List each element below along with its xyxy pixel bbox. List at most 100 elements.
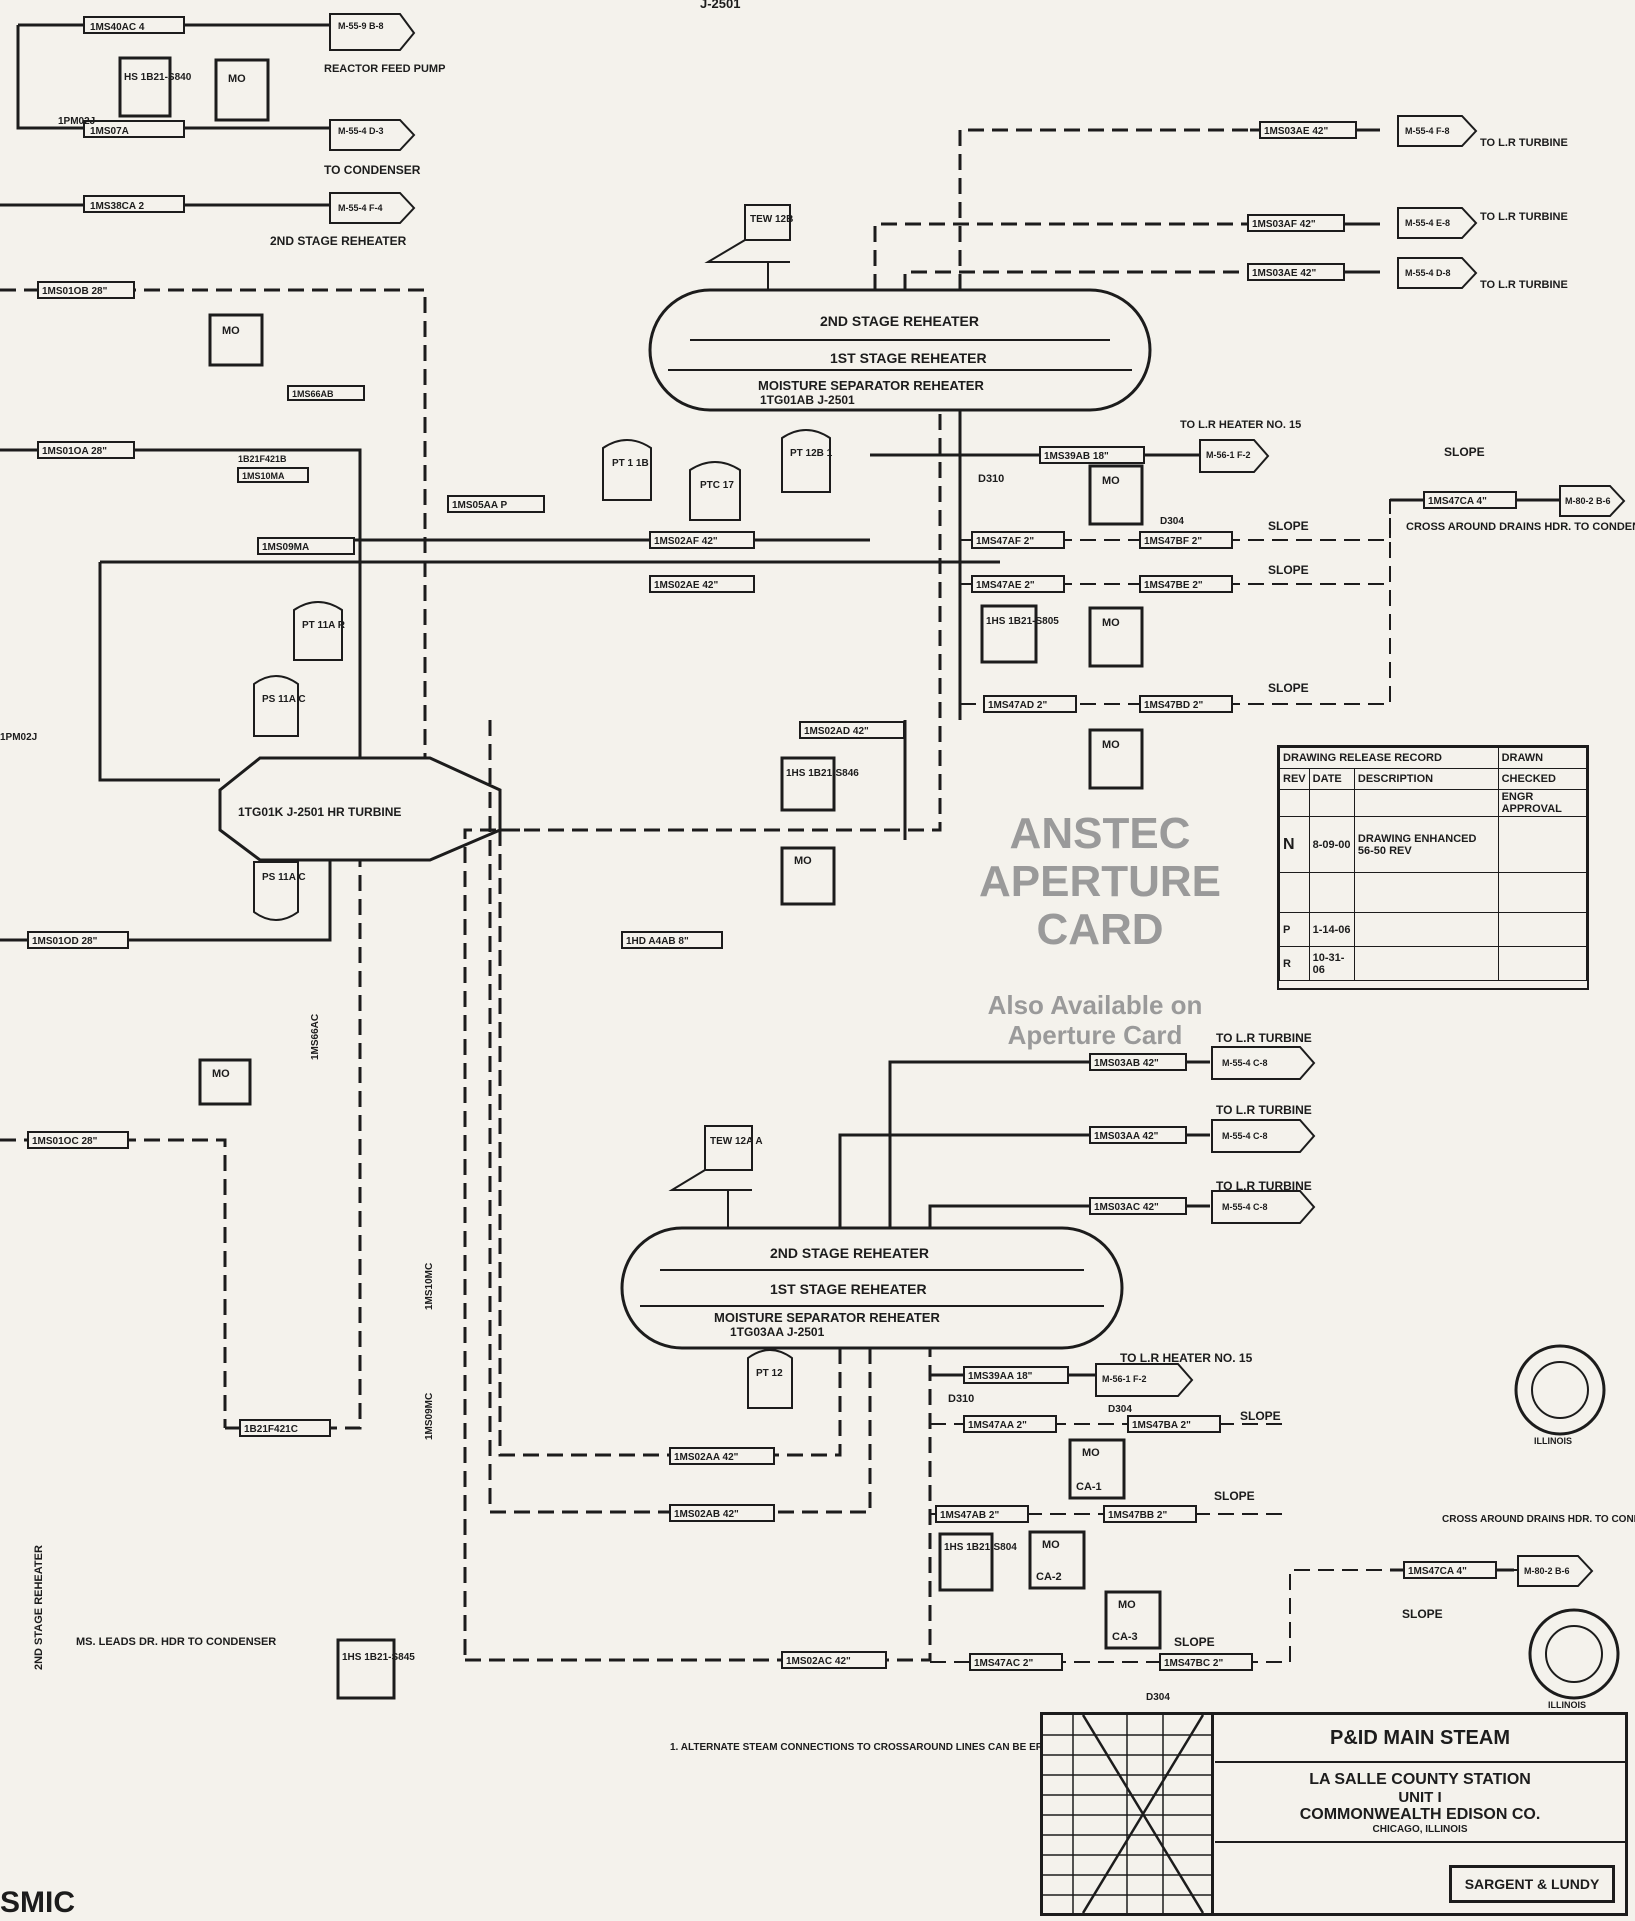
svg-text:TEW 12B: TEW 12B (750, 214, 793, 225)
svg-text:1MS39AB 18": 1MS39AB 18" (1044, 451, 1109, 462)
svg-text:1MS40AC 4: 1MS40AC 4 (90, 22, 145, 33)
instruments: PT 1 1B PTC 17 PT 12B 1 PT 12 PT 11A R P… (253, 429, 833, 1409)
title-block-main: P&ID MAIN STEAM LA SALLE COUNTY STATION … (1215, 1715, 1625, 1913)
svg-text:SLOPE: SLOPE (1268, 563, 1309, 577)
svg-text:M-55-4 D-8: M-55-4 D-8 (1405, 268, 1451, 278)
svg-text:1MS01OB 28": 1MS01OB 28" (42, 286, 108, 297)
svg-text:1MS02AC 42": 1MS02AC 42" (786, 1656, 851, 1667)
tew-top-instrument: TEW 12B (704, 204, 793, 290)
svg-text:1B21F421C: 1B21F421C (244, 1424, 298, 1435)
svg-text:PTC 17: PTC 17 (700, 480, 734, 491)
svg-text:1MS38CA 2: 1MS38CA 2 (90, 201, 145, 212)
svg-text:M-56-1 F-2: M-56-1 F-2 (1102, 1374, 1147, 1384)
svg-text:TO L.R TURBINE: TO L.R TURBINE (1216, 1031, 1312, 1045)
vertical-2nd-reheater: 2ND STAGE REHEATER (33, 1545, 45, 1670)
svg-text:M-55-4 C-8: M-55-4 C-8 (1222, 1058, 1268, 1068)
svg-text:1MS47AA 2": 1MS47AA 2" (968, 1420, 1027, 1431)
reheater-top-vessel: 2ND STAGE REHEATER 1ST STAGE REHEATER MO… (648, 288, 1152, 412)
svg-text:SLOPE: SLOPE (1214, 1489, 1255, 1503)
svg-text:CA-3: CA-3 (1112, 1631, 1138, 1643)
edge-line-feedpump: 1MS40AC 4 M-55-9 B-8 REACTOR FEED PUMP (18, 13, 445, 75)
svg-text:1B21F421B: 1B21F421B (238, 454, 287, 464)
svg-text:1MS10MA: 1MS10MA (242, 471, 285, 481)
svg-text:1MS47BB 2": 1MS47BB 2" (1108, 1510, 1167, 1521)
svg-text:M-55-4 D-3: M-55-4 D-3 (338, 126, 384, 136)
svg-text:M-56-1 F-2: M-56-1 F-2 (1206, 450, 1251, 460)
hand-switch-s840: HS 1B21-S840 (118, 56, 192, 118)
svg-text:M-55-9 B-8: M-55-9 B-8 (338, 21, 384, 31)
release-title: DRAWING RELEASE RECORD (1279, 747, 1499, 769)
svg-text:1MS47AC 2": 1MS47AC 2" (974, 1658, 1033, 1669)
svg-text:1MS01OD 28": 1MS01OD 28" (32, 936, 98, 947)
reheater-bottom-row1: 2ND STAGE REHEATER (770, 1245, 929, 1261)
turbine-label: 1TG01K J-2501 HR TURBINE (238, 805, 401, 819)
svg-text:M-55-4 F-8: M-55-4 F-8 (1405, 126, 1450, 136)
svg-text:TEW 12A A: TEW 12A A (710, 1136, 763, 1147)
svg-text:ANSTEC: ANSTEC (1010, 809, 1191, 858)
svg-text:1MS02AE 42": 1MS02AE 42" (654, 580, 718, 591)
svg-text:TO L.R HEATER NO. 15: TO L.R HEATER NO. 15 (1180, 419, 1301, 431)
svg-text:1MS66AB: 1MS66AB (292, 389, 334, 399)
svg-text:APERTURE: APERTURE (979, 857, 1221, 906)
svg-text:M-80-2 B-6: M-80-2 B-6 (1524, 1566, 1570, 1576)
svg-text:1MS02AA 42": 1MS02AA 42" (674, 1452, 739, 1463)
dest-reactor-feed-pump: REACTOR FEED PUMP (324, 63, 445, 75)
svg-text:Aperture Card: Aperture Card (1008, 1020, 1183, 1050)
svg-text:SLOPE: SLOPE (1174, 1635, 1215, 1649)
reheater-bottom-row2: 1ST STAGE REHEATER (770, 1281, 927, 1297)
svg-text:1HS 1B21-S804: 1HS 1B21-S804 (944, 1542, 1017, 1553)
svg-text:PT 11A R: PT 11A R (302, 620, 346, 631)
tew-bottom-instrument: TEW 12A A (668, 1125, 763, 1228)
svg-text:1MS09MA: 1MS09MA (262, 542, 309, 553)
svg-text:1MS01OC 28": 1MS01OC 28" (32, 1136, 98, 1147)
svg-text:SLOPE: SLOPE (1268, 681, 1309, 695)
slope-labels: SLOPE SLOPE SLOPE SLOPE SLOPE SLOPE SLOP… (1174, 445, 1485, 1649)
svg-text:1MS47BC 2": 1MS47BC 2" (1164, 1658, 1223, 1669)
company-city: CHICAGO, ILLINOIS (1215, 1824, 1625, 1843)
reheater-top-row1: 2ND STAGE REHEATER (820, 313, 979, 329)
svg-text:PT 1 1B: PT 1 1B (612, 458, 649, 469)
dest-2nd-stage-reheater: 2ND STAGE REHEATER (270, 234, 407, 248)
svg-text:ILLINOIS: ILLINOIS (1548, 1700, 1586, 1710)
dest-to-condenser: TO CONDENSER (324, 163, 421, 177)
svg-text:1MS66AC: 1MS66AC (310, 1014, 321, 1060)
svg-text:SLOPE: SLOPE (1268, 519, 1309, 533)
svg-text:TO L.R TURBINE: TO L.R TURBINE (1480, 279, 1568, 291)
svg-text:MO: MO (1082, 1447, 1100, 1459)
aperture-card-stamp: ANSTEC APERTURE CARD Also Available on A… (979, 809, 1221, 1050)
svg-text:1MS02AF 42": 1MS02AF 42" (654, 536, 718, 547)
svg-text:MO: MO (222, 325, 240, 337)
edge-line-condenser: 1MS07A M-55-4 D-3 TO CONDENSER (16, 25, 421, 177)
svg-text:1MS39AA 18": 1MS39AA 18" (968, 1371, 1033, 1382)
svg-text:1MS09MC: 1MS09MC (424, 1393, 435, 1440)
svg-text:TO L.R TURBINE: TO L.R TURBINE (1216, 1179, 1312, 1193)
revision-grid (1043, 1714, 1214, 1914)
svg-text:ILLINOIS: ILLINOIS (1534, 1436, 1572, 1446)
svg-text:1MS47BF 2": 1MS47BF 2" (1144, 536, 1202, 547)
svg-text:TO L.R TURBINE: TO L.R TURBINE (1480, 137, 1568, 149)
motor-operator-top: MO (214, 58, 270, 122)
edge-line-2nd-reheater: 1MS38CA 2 M-55-4 F-4 2ND STAGE REHEATER (0, 192, 416, 248)
cross-around-drains: 1MS47CA 4" M-80-2 B-6 CROSS AROUND DRAIN… (1390, 485, 1635, 1587)
drawing-title: P&ID MAIN STEAM (1215, 1715, 1625, 1763)
svg-text:HS 1B21-S840: HS 1B21-S840 (124, 72, 192, 83)
svg-text:D304: D304 (1146, 1692, 1170, 1703)
left-line-labels: 1MS01OB 28" 1MS01OA 28" 1MS01OD 28" 1MS0… (0, 281, 276, 1670)
turbine-lines-top: 1MS03AE 42" M-55-4 F-8 TO L.R TURBINE 1M… (873, 115, 1568, 291)
mid-line-labels: 1MS02AF 42" 1MS02AE 42" 1MS02AD 42" 1MS0… (237, 385, 905, 1669)
svg-text:M-55-4 E-8: M-55-4 E-8 (1405, 218, 1450, 228)
svg-text:1MS03AB 42": 1MS03AB 42" (1094, 1058, 1159, 1069)
reheater-top-row4: 1TG01AB J-2501 (760, 393, 855, 407)
svg-text:MO: MO (212, 1068, 230, 1080)
svg-text:1MS03AE 42": 1MS03AE 42" (1252, 268, 1316, 279)
svg-text:MO: MO (228, 73, 246, 85)
svg-text:D304: D304 (1108, 1404, 1132, 1415)
svg-text:D310: D310 (948, 1393, 974, 1405)
svg-text:MO: MO (1102, 475, 1120, 487)
svg-text:1MS03AC 42": 1MS03AC 42" (1094, 1202, 1159, 1213)
svg-text:SLOPE: SLOPE (1240, 1409, 1281, 1423)
revision-grid-lines (1043, 1714, 1211, 1914)
svg-text:CROSS AROUND DRAINS HDR. TO CO: CROSS AROUND DRAINS HDR. TO CONDENSER (1442, 1514, 1635, 1525)
svg-text:1MS03AA 42": 1MS03AA 42" (1094, 1131, 1159, 1142)
